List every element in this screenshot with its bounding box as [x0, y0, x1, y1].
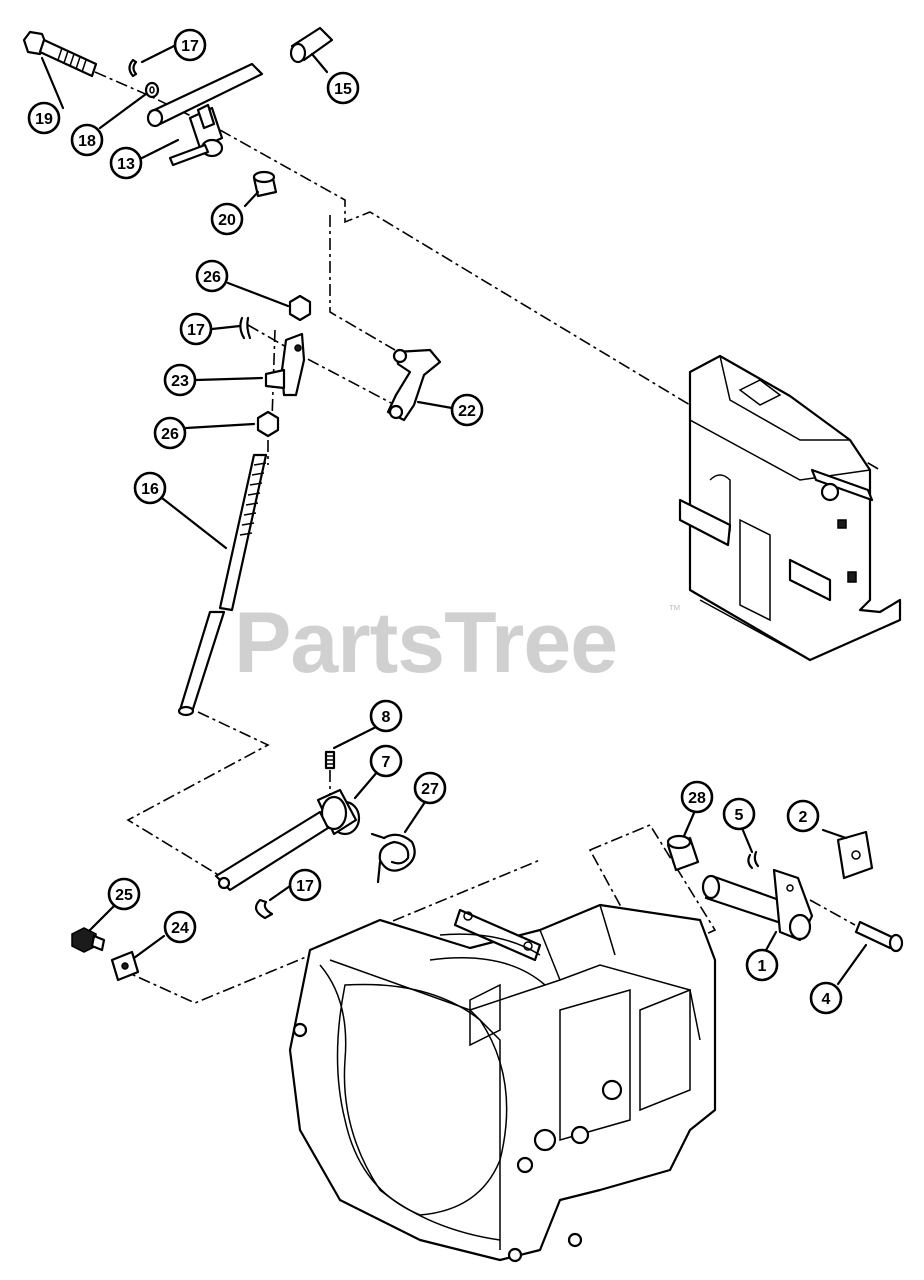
- part-13-shaft: [146, 62, 264, 167]
- part-1-shaft: [701, 868, 814, 942]
- part-19-bolt: [22, 30, 98, 78]
- part-24-washer: [110, 950, 140, 982]
- svg-text:25: 25: [115, 887, 133, 904]
- part-7-lever-arm: [214, 788, 361, 892]
- callout-8: 8: [369, 699, 403, 733]
- svg-text:15: 15: [334, 81, 352, 98]
- part-18-washer: [144, 81, 160, 99]
- transmission-housing: [288, 903, 717, 1263]
- part-16-rod: [177, 453, 268, 717]
- watermark-trademark: ™: [668, 602, 681, 617]
- watermark-text: PartsTree: [234, 595, 617, 691]
- part-28-bushing: [666, 834, 700, 872]
- callout-26-lower: 26: [153, 416, 187, 450]
- callout-17-low: 17: [288, 868, 322, 902]
- part-25-nut: [71, 927, 106, 953]
- part-26-nut-lower: [256, 410, 280, 438]
- part-8-set-screw: [324, 750, 336, 770]
- svg-text:13: 13: [117, 156, 135, 173]
- svg-text:23: 23: [171, 373, 189, 390]
- svg-text:20: 20: [218, 212, 236, 229]
- callout-13: 13: [109, 146, 143, 180]
- svg-text:28: 28: [688, 790, 706, 807]
- callout-1: 1: [745, 948, 779, 982]
- callout-25: 25: [107, 877, 141, 911]
- callout-17-top: 17: [173, 28, 207, 62]
- housing-bracket: [678, 354, 902, 662]
- callout-27: 27: [413, 771, 447, 805]
- callout-15: 15: [326, 71, 360, 105]
- svg-text:19: 19: [35, 111, 53, 128]
- callout-5: 5: [722, 797, 756, 831]
- svg-text:4: 4: [822, 991, 831, 1008]
- part-17-cotter-pin-low: [254, 898, 274, 920]
- callout-23: 23: [163, 363, 197, 397]
- callout-26-upper: 26: [195, 259, 229, 293]
- svg-text:2: 2: [799, 809, 808, 826]
- part-2-block: [836, 830, 874, 880]
- svg-text:18: 18: [78, 133, 96, 150]
- callout-22: 22: [450, 393, 484, 427]
- callouts: 17 15 19 18 13 20 26 17 23 22 26 16 8 7 …: [27, 28, 843, 1015]
- callout-18: 18: [70, 123, 104, 157]
- svg-text:1: 1: [758, 958, 767, 975]
- svg-text:27: 27: [421, 781, 439, 798]
- part-27-spring: [370, 832, 416, 884]
- part-20-bushing: [252, 170, 278, 198]
- svg-text:17: 17: [181, 38, 199, 55]
- svg-text:7: 7: [382, 754, 391, 771]
- svg-text:26: 26: [203, 269, 221, 286]
- svg-text:16: 16: [141, 481, 159, 498]
- svg-text:8: 8: [382, 709, 391, 726]
- svg-text:17: 17: [296, 878, 314, 895]
- svg-text:5: 5: [735, 807, 744, 824]
- callout-2: 2: [786, 799, 820, 833]
- part-4-bolt: [854, 920, 904, 953]
- svg-text:22: 22: [458, 403, 476, 420]
- svg-text:24: 24: [171, 920, 189, 937]
- leader-lines: [40, 43, 868, 986]
- part-17-cotter-pin-top: [128, 58, 138, 78]
- callout-19: 19: [27, 101, 61, 135]
- callout-17-mid: 17: [179, 312, 213, 346]
- part-26-nut-upper: [288, 294, 312, 322]
- part-23-bracket: [264, 332, 306, 397]
- svg-text:26: 26: [161, 426, 179, 443]
- callout-4: 4: [809, 981, 843, 1015]
- callout-24: 24: [163, 910, 197, 944]
- part-17-cotter-pin-mid: [239, 316, 252, 340]
- part-5-cotter-pin: [747, 850, 760, 870]
- svg-text:17: 17: [187, 322, 205, 339]
- callout-20: 20: [210, 202, 244, 236]
- part-15-sleeve: [289, 26, 334, 64]
- callout-28: 28: [680, 780, 714, 814]
- callout-16: 16: [133, 471, 167, 505]
- part-22-link: [386, 348, 442, 422]
- callout-7: 7: [369, 744, 403, 778]
